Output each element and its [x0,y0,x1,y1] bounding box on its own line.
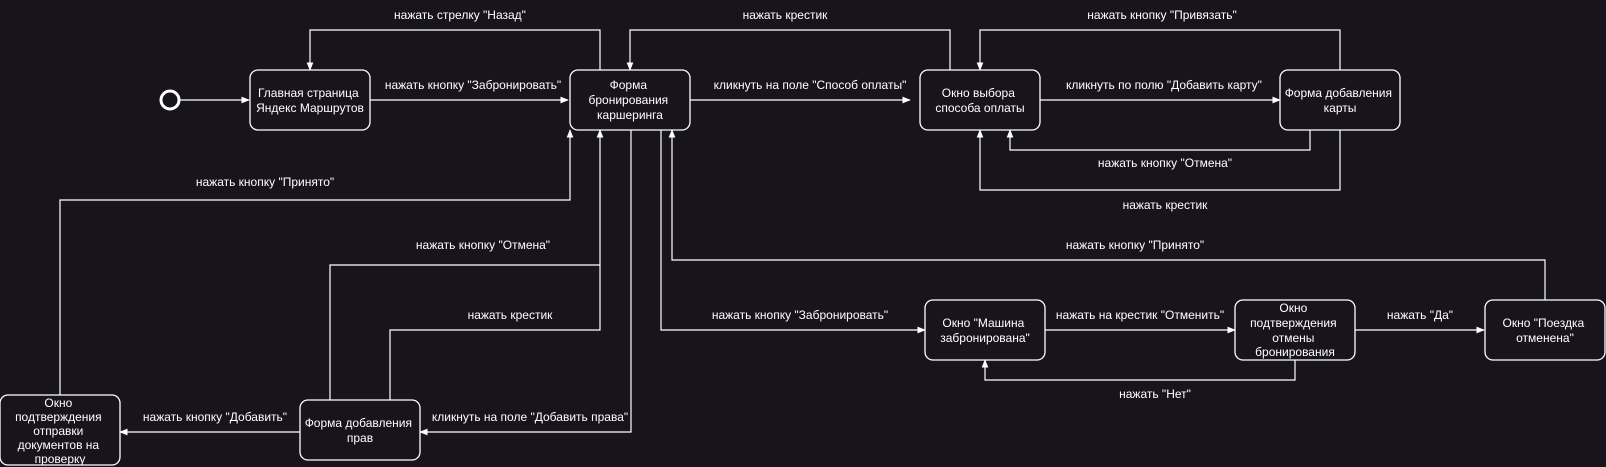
edge-card-to-payment-cross [976,129,1341,191]
label-cancel-to-trip: нажать "Да" [1387,308,1453,322]
node-docs-confirm-line-2: подтверждения [15,410,102,424]
node-docs-confirm: Окно подтверждения отправки документов н… [0,394,121,466]
edge-license-to-booking-cross [389,265,601,400]
edge-payment-to-booking [626,29,951,71]
label-payment-to-booking: нажать крестик [743,8,829,22]
svg-text:Форма добавления прав: Форма добавления прав [305,416,416,445]
label-main-to-booking: нажать кнопку "Забронировать" [385,78,561,92]
edge-trip-to-booking-accept [668,129,1546,300]
node-docs-confirm-line-4: документов на [18,438,100,452]
node-card-form: Форма добавления карты [1279,69,1401,131]
svg-text:Форма добавления карты: Форма добавления карты [1285,86,1396,115]
svg-text:Окно подтверждения: Окно подтверждения отмены бронирования [1250,301,1340,359]
label-card-to-payment-cancel: нажать кнопку "Отмена" [1098,156,1232,170]
label-license-to-booking-cross: нажать крестик [468,308,554,322]
edge-booking-to-license [419,130,632,436]
node-license-form: Форма добавления прав [299,399,421,461]
node-cancel-confirm: Окно подтверждения отмены бронирования [1234,299,1356,361]
svg-text:Окно выбора способа опла: Окно выбора способа оплаты [935,86,1024,115]
edge-booking-to-main [306,29,601,71]
label-booking-to-license: кликнуть на поле "Добавить права" [432,410,628,424]
node-docs-confirm-line-1: Окно [44,396,72,410]
node-license-form-line-1: Форма добавления [305,416,412,430]
node-car-booked-line-2: забронирована" [940,331,1030,345]
node-main-page: Главная страница Яндекс Маршрутов [249,69,371,131]
node-cancel-confirm-line-3: отмены [1272,331,1314,345]
svg-text:Окно "Поездка отменена": Окно "Поездка отменена" [1503,316,1588,345]
label-car-booked-to-cancel: нажать на крестик "Отменить" [1056,308,1224,322]
label-card-to-payment-cross: нажать крестик [1123,198,1209,212]
node-car-booked: Окно "Машина забронирована" [924,299,1046,361]
node-trip-cancelled-line-1: Окно "Поездка [1503,316,1585,330]
svg-text:Окно "Машина забронирова: Окно "Машина забронирована" [940,316,1030,345]
svg-text:Окно подтверждения: Окно подтверждения отправки документов н… [15,396,105,466]
label-booking-to-payment: кликнуть на поле "Способ оплаты" [714,78,907,92]
node-booking-form: Форма бронирования каршеринга [569,69,691,131]
edge-card-to-payment-bind [976,29,1341,71]
node-cancel-confirm-line-4: бронирования [1255,345,1335,359]
label-trip-to-booking-accept: нажать кнопку "Принято" [1066,238,1204,252]
node-booking-form-line-1: Форма [610,78,648,92]
label-card-to-payment-bind: нажать кнопку "Привязать" [1087,8,1237,22]
initial-state [159,89,181,111]
node-cancel-confirm-line-1: Окно [1279,301,1307,315]
edge-card-to-payment-cancel [1006,129,1311,151]
node-trip-cancelled: Окно "Поездка отменена" [1484,299,1606,361]
node-car-booked-line-1: Окно "Машина [942,316,1024,330]
svg-text:Форма бронирования: Форма бронирования каршеринга [589,78,672,122]
node-card-form-line-1: Форма добавления [1285,86,1392,100]
label-license-to-docs: нажать кнопку "Добавить" [143,410,287,424]
node-docs-confirm-line-5: проверку [35,452,86,466]
node-payment-window: Окно выбора способа оплаты [919,69,1041,131]
label-cancel-to-car-booked: нажать "Нет" [1119,387,1191,401]
node-payment-window-line-2: способа оплаты [935,101,1024,115]
label-booking-to-car-booked: нажать кнопку "Забронировать" [712,308,888,322]
node-trip-cancelled-line-2: отменена" [1516,331,1574,345]
node-booking-form-line-2: бронирования [589,93,669,107]
node-main-page-line-2: Яндекс Маршрутов [256,101,364,115]
node-card-form-line-2: карты [1324,101,1357,115]
node-payment-window-line-1: Окно выбора [942,86,1015,100]
edge-docs-to-booking-accept [59,129,574,395]
svg-text:Главная страница Яндекс: Главная страница Яндекс Маршрутов [256,86,364,115]
node-docs-confirm-line-3: отправки [33,424,83,438]
node-main-page-line-1: Главная страница [258,86,359,100]
label-booking-to-main: нажать стрелку "Назад" [394,8,526,22]
label-payment-to-card: кликнуть по полю "Добавить карту" [1066,78,1262,92]
edge-booking-to-car-booked [660,130,926,334]
node-cancel-confirm-line-2: подтверждения [1250,316,1337,330]
edge-cancel-to-car-booked [981,359,1296,381]
node-booking-form-line-3: каршеринга [597,108,663,122]
node-license-form-line-2: прав [347,431,373,445]
label-docs-to-booking-accept: нажать кнопку "Принято" [196,175,334,189]
label-license-to-booking-cancel: нажать кнопку "Отмена" [416,238,550,252]
edge-license-to-booking-cancel [329,129,604,400]
